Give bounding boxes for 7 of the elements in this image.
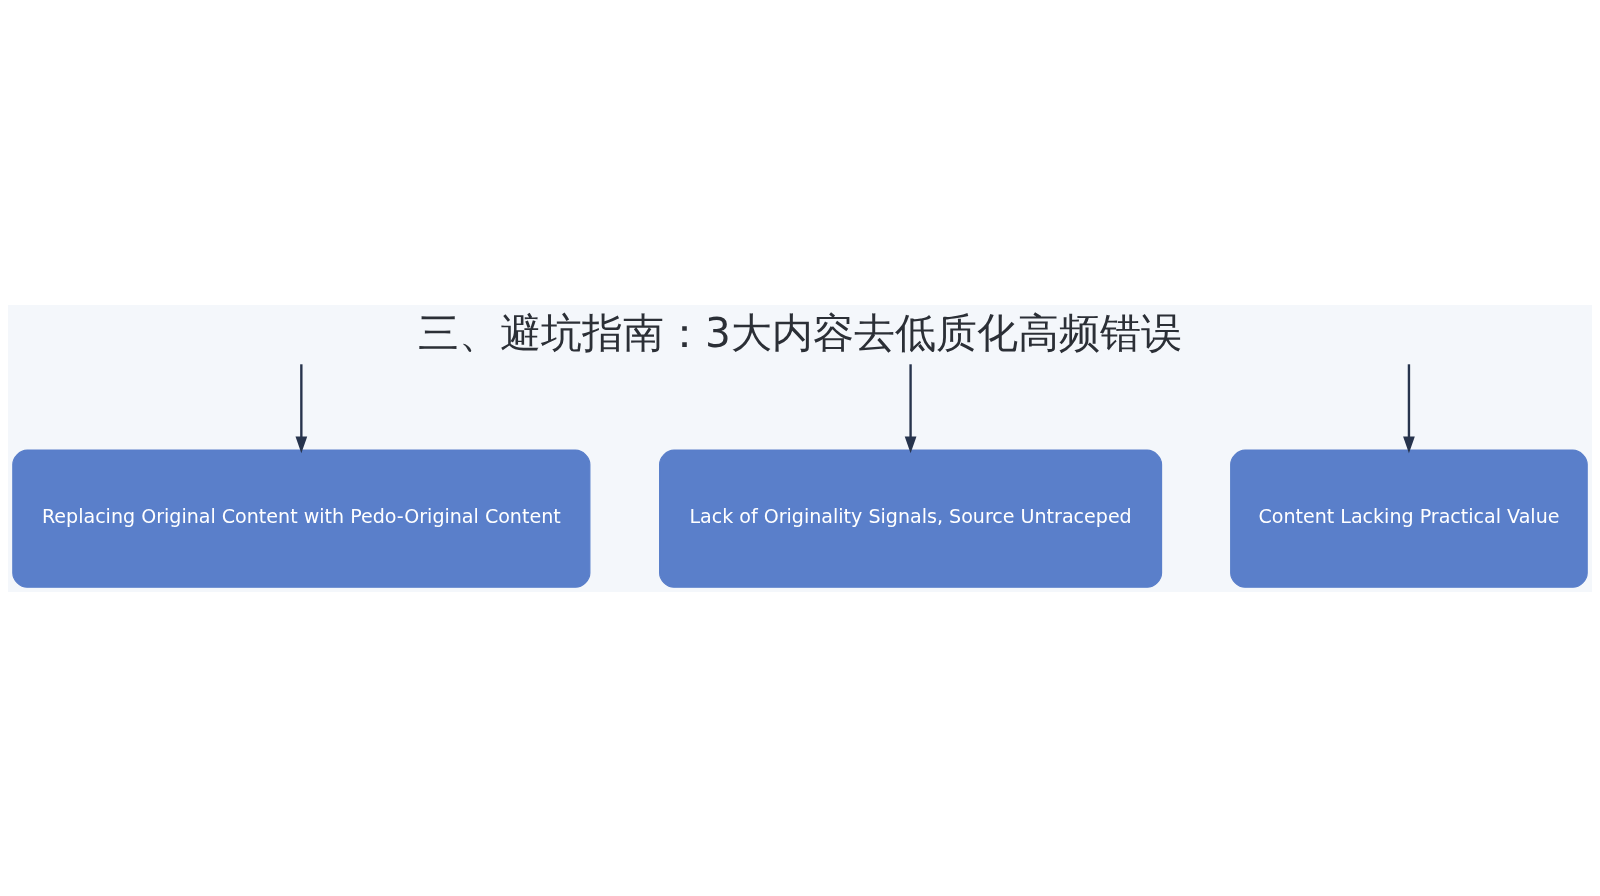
arrow	[1403, 363, 1415, 453]
node-box: Content Lacking Practical Value	[1230, 449, 1588, 588]
node-box: Lack of Originality Signals, Source Untraceped	[659, 449, 1163, 588]
arrow	[904, 363, 917, 453]
arrow	[295, 363, 308, 453]
node-box: Replacing Original Content with Pedo-Original Content	[12, 449, 591, 588]
diagram-title: 三、避坑指南：3大内容去低质化高频错误	[418, 308, 1182, 357]
